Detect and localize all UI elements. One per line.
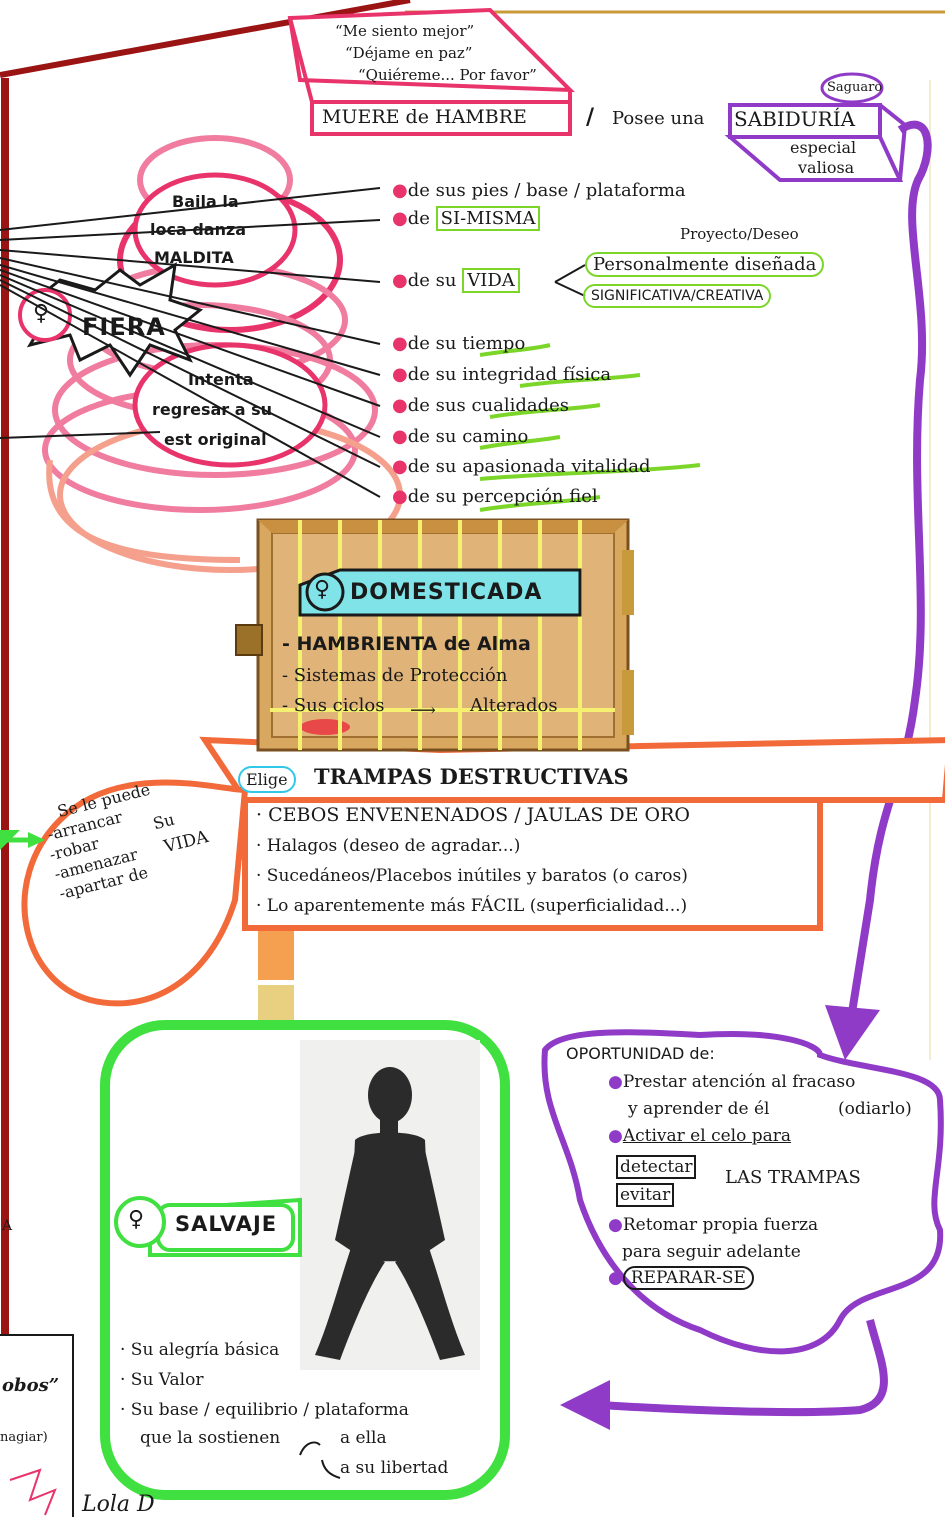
salvaje-item: a ella	[340, 1428, 387, 1448]
green-underlines	[479, 343, 701, 512]
oportunidad-cloud	[541, 1029, 944, 1355]
list-item: ●de su VIDA	[392, 268, 520, 293]
signature: Lola D	[82, 1492, 155, 1517]
trampas-item: · Lo aparentemente más FÁCIL (superficia…	[256, 896, 688, 916]
trampas-item: · Halagos (deseo de agradar...)	[256, 836, 521, 856]
intenta-line-2: regresar a su	[152, 400, 272, 419]
trampas-item: · Sucedáneos/Placebos inútiles y baratos…	[256, 866, 688, 886]
fiera-arrows	[0, 187, 381, 498]
left-box	[0, 1334, 74, 1517]
baila-line-3: MALDITA	[154, 248, 234, 267]
fiera-starburst	[26, 262, 204, 378]
valiosa-label: valiosa	[798, 158, 855, 177]
domesticada-item-4: Alterados	[470, 695, 558, 716]
intenta-line-3: est original	[164, 430, 267, 449]
posee-label: Posee una	[612, 108, 705, 129]
baila-line-2: loca danza	[150, 220, 247, 239]
proyecto-label: Proyecto/Deseo	[680, 225, 799, 243]
trampas-title: TRAMPAS DESTRUCTIVAS	[314, 764, 629, 789]
oportunidad-item: ●Retomar propia fuerza	[608, 1215, 819, 1235]
female-symbol-icon: ♀	[314, 576, 331, 602]
trampas-item: · CEBOS ENVENENADOS / JAULAS DE ORO	[256, 804, 691, 826]
oportunidad-item: y aprender de él	[628, 1099, 770, 1119]
arrow-right-icon: ⟶	[410, 700, 436, 721]
list-item: ●de su tiempo	[392, 333, 526, 354]
female-symbol-icon: ♀	[33, 300, 50, 326]
oportunidad-item: (odiarlo)	[838, 1099, 912, 1119]
oportunidad-item: ●REPARAR-SE	[608, 1266, 754, 1290]
oportunidad-title: OPORTUNIDAD de:	[566, 1044, 715, 1063]
salvaje-item: · Su Valor	[120, 1370, 204, 1390]
list-item: ●de sus pies / base / plataforma	[392, 180, 686, 201]
muere-box	[310, 100, 572, 136]
list-item: ●de SI-MISMA	[392, 206, 541, 231]
header-line-2: “Déjame en paz”	[345, 44, 473, 62]
domesticada-item-1: - HAMBRIENTA de Alma	[282, 633, 531, 655]
personal-label: Personalmente diseñada	[585, 252, 825, 277]
oportunidad-item: evitar	[616, 1183, 675, 1207]
cage	[235, 518, 634, 752]
intenta-bubble	[132, 342, 328, 468]
salvaje-item: · Su base / equilibrio / plataforma	[120, 1400, 409, 1420]
oportunidad-item: ●Activar el celo para	[608, 1126, 792, 1146]
oportunidad-item: LAS TRAMPAS	[725, 1167, 861, 1188]
saguaro-bubble	[820, 72, 884, 104]
list-item: ●de su camino	[392, 426, 529, 447]
se-puede-su: Su	[151, 809, 177, 834]
oportunidad-item: para seguir adelante	[622, 1242, 801, 1262]
sabiduria-label: SABIDURÍA	[734, 107, 856, 131]
header-line-1: “Me siento mejor”	[335, 22, 475, 40]
list-item: ●de su apasionada vitalidad	[392, 456, 651, 477]
muere-label: MUERE de HAMBRE	[322, 106, 527, 128]
intenta-line-1: Intenta	[188, 370, 254, 389]
fiera-label: FIERA	[82, 313, 166, 341]
salvaje-female-circle	[114, 1196, 166, 1248]
especial-label: especial	[790, 138, 857, 157]
trampas-box	[242, 797, 823, 931]
female-symbol-icon: ♀	[128, 1206, 145, 1232]
figure-silhouette	[315, 1067, 465, 1360]
oportunidad-item: detectar	[616, 1155, 697, 1179]
left-a-label: A	[2, 1218, 13, 1234]
list-item: ●de sus cualidades	[392, 395, 570, 416]
purple-arrow-right	[846, 120, 932, 1026]
slash: /	[586, 104, 595, 130]
saguaro-label: Saguaro	[827, 80, 883, 95]
list-item: ●de su integridad física	[392, 364, 612, 385]
purple-arrow-bottom	[599, 1319, 888, 1417]
se-puede-vida: VIDA	[162, 826, 211, 858]
oportunidad-item: ●Prestar atención al fracaso	[608, 1072, 856, 1092]
domesticada-item-3: - Sus ciclos	[282, 695, 385, 716]
header-line-3: “Quiéreme... Por favor”	[358, 66, 537, 84]
salvaje-item: a su libertad	[340, 1458, 449, 1478]
domesticada-item-2: - Sistemas de Protección	[282, 665, 508, 686]
elige-badge: Elige	[238, 766, 296, 793]
list-item: ●de su percepción fiel	[392, 486, 598, 507]
salvaje-label: SALVAJE	[175, 1212, 278, 1236]
lobos-label: obos”	[2, 1375, 60, 1396]
salvaje-item: · Su alegría básica	[120, 1340, 280, 1360]
baila-line-1: Baila la	[172, 192, 239, 211]
frame-diagonal	[0, 0, 411, 78]
magiar-label: nagiar)	[0, 1430, 48, 1445]
significativa-label: SIGNIFICATIVA/CREATIVA	[583, 284, 772, 308]
domesticada-label: DOMESTICADA	[350, 580, 543, 605]
salvaje-item: que la sostienen	[140, 1428, 281, 1448]
se-puede-bubble	[21, 779, 249, 1007]
